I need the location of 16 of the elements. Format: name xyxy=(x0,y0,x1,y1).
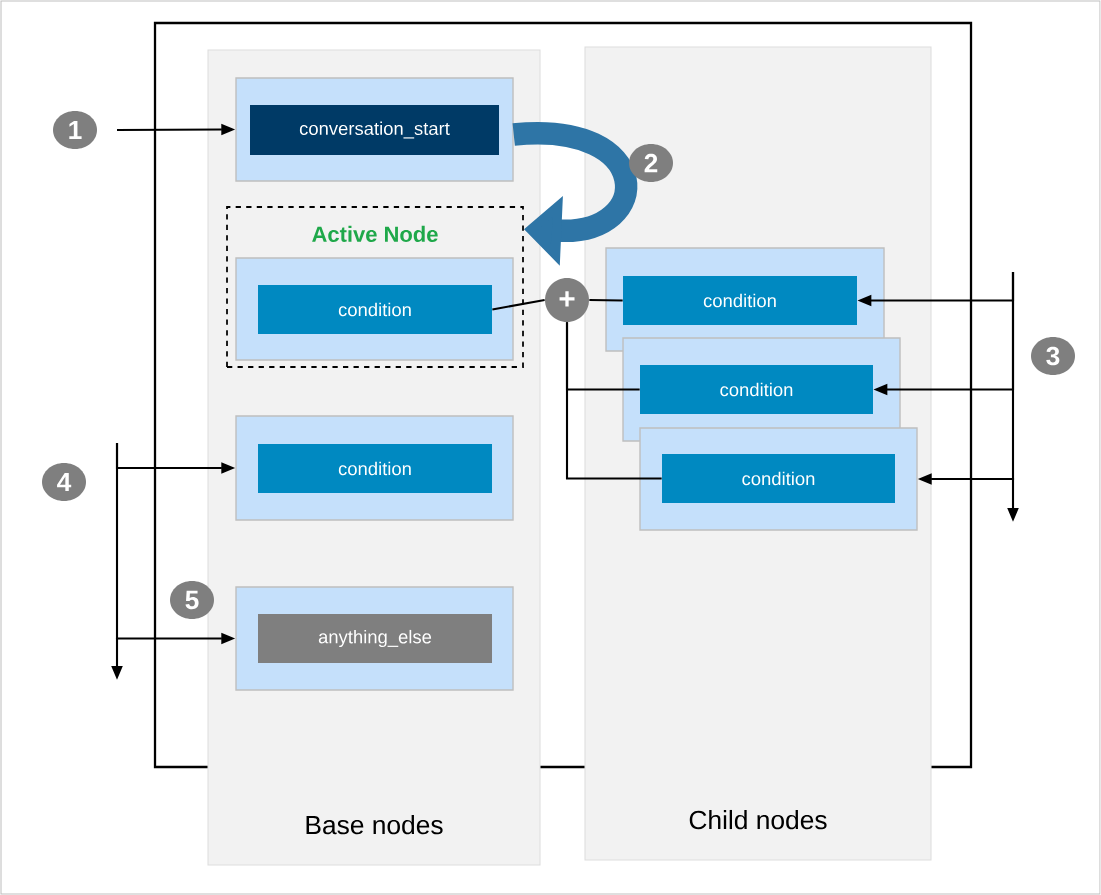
condition-box: condition xyxy=(258,444,492,493)
connector-line xyxy=(589,298,623,302)
callout-number: 3 xyxy=(1031,337,1075,375)
condition-box: condition xyxy=(640,365,873,414)
condition-box: condition xyxy=(662,454,895,503)
start-node-box: conversation_start xyxy=(250,105,499,155)
fallback-node-box: anything_else xyxy=(258,614,492,663)
callout-number: 4 xyxy=(42,463,86,501)
connector-line xyxy=(565,322,662,480)
condition-box: condition xyxy=(258,285,492,334)
connector-line xyxy=(492,298,545,311)
callout-number: 1 xyxy=(53,111,97,149)
callout-number: 2 xyxy=(629,144,673,182)
condition-box: condition xyxy=(623,276,857,325)
callout-number: 5 xyxy=(170,581,214,619)
curved-arrow xyxy=(513,122,637,266)
